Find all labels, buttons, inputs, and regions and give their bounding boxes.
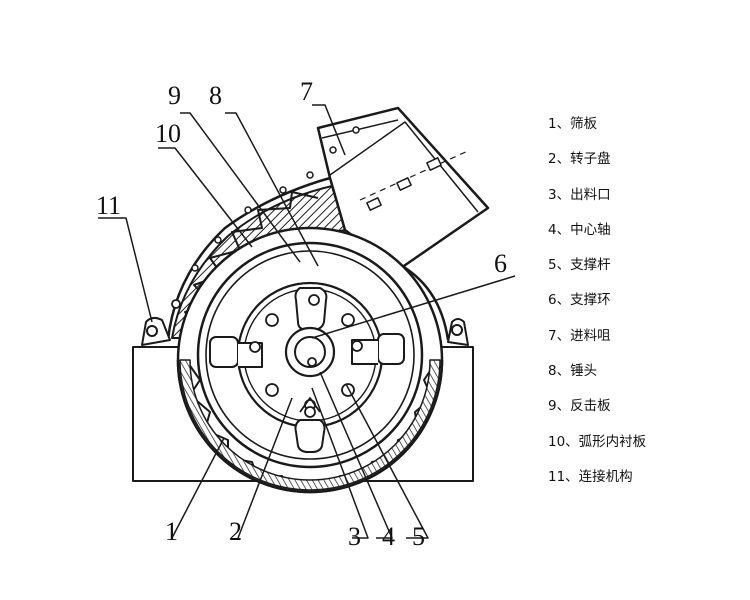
- legend-item-center-shaft: 4、中心轴: [548, 221, 611, 238]
- callout-labels: 9 8 7 10 11 6 1 2 3 4 5: [96, 77, 507, 551]
- legend-item-arc-liner: 10、弧形内衬板: [548, 433, 647, 450]
- callout-10: 10: [155, 119, 181, 148]
- connection-lug-right: [447, 318, 469, 346]
- legend-item-outlet: 3、出料口: [548, 186, 611, 203]
- callout-5: 5: [412, 522, 425, 551]
- callout-9: 9: [168, 81, 181, 110]
- legend-item-support-rod: 5、支撑杆: [548, 257, 611, 274]
- legend-item-impact-plate: 9、反击板: [548, 398, 611, 415]
- callout-8: 8: [209, 81, 222, 110]
- feed-chute: [191, 106, 490, 272]
- hammer-right: [351, 333, 405, 365]
- callout-7: 7: [300, 77, 313, 106]
- callout-2: 2: [229, 517, 242, 546]
- parts-legend: 1、筛板 2、转子盘 3、出料口 4、中心轴 5、支撑杆 6、支撑环 7、进料咀…: [548, 112, 738, 500]
- legend-item-screen-plate: 1、筛板: [548, 116, 598, 132]
- callout-3: 3: [348, 522, 361, 551]
- legend-item-feed-chute: 7、进料咀: [548, 327, 611, 344]
- hammer-top: [294, 287, 328, 331]
- connection-lug-left: [141, 299, 181, 346]
- center-shaft: [284, 326, 336, 378]
- legend-item-support-ring: 6、支撑环: [548, 292, 611, 309]
- hammer-bottom: [294, 397, 326, 453]
- callout-11: 11: [96, 191, 121, 220]
- legend-item-connection: 11、连接机构: [548, 468, 633, 485]
- legend-item-hammer: 8、锤头: [548, 363, 598, 380]
- callout-4: 4: [382, 522, 395, 551]
- hammer-left: [209, 336, 263, 368]
- leader-lines: [98, 104, 516, 539]
- callout-1: 1: [165, 517, 178, 546]
- legend-item-rotor-disc: 2、转子盘: [548, 151, 611, 168]
- callout-6: 6: [494, 249, 507, 278]
